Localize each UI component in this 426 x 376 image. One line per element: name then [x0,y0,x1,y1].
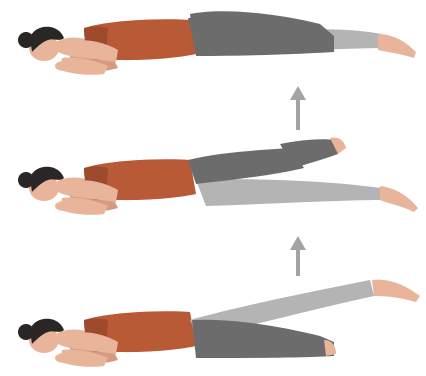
figure-legs-down [18,11,416,75]
figure-bent-knee-raised [18,137,418,214]
figure-straight-leg-raised [18,280,420,367]
arrow-up-icon [290,236,306,276]
arrow-up-icon [290,86,306,130]
